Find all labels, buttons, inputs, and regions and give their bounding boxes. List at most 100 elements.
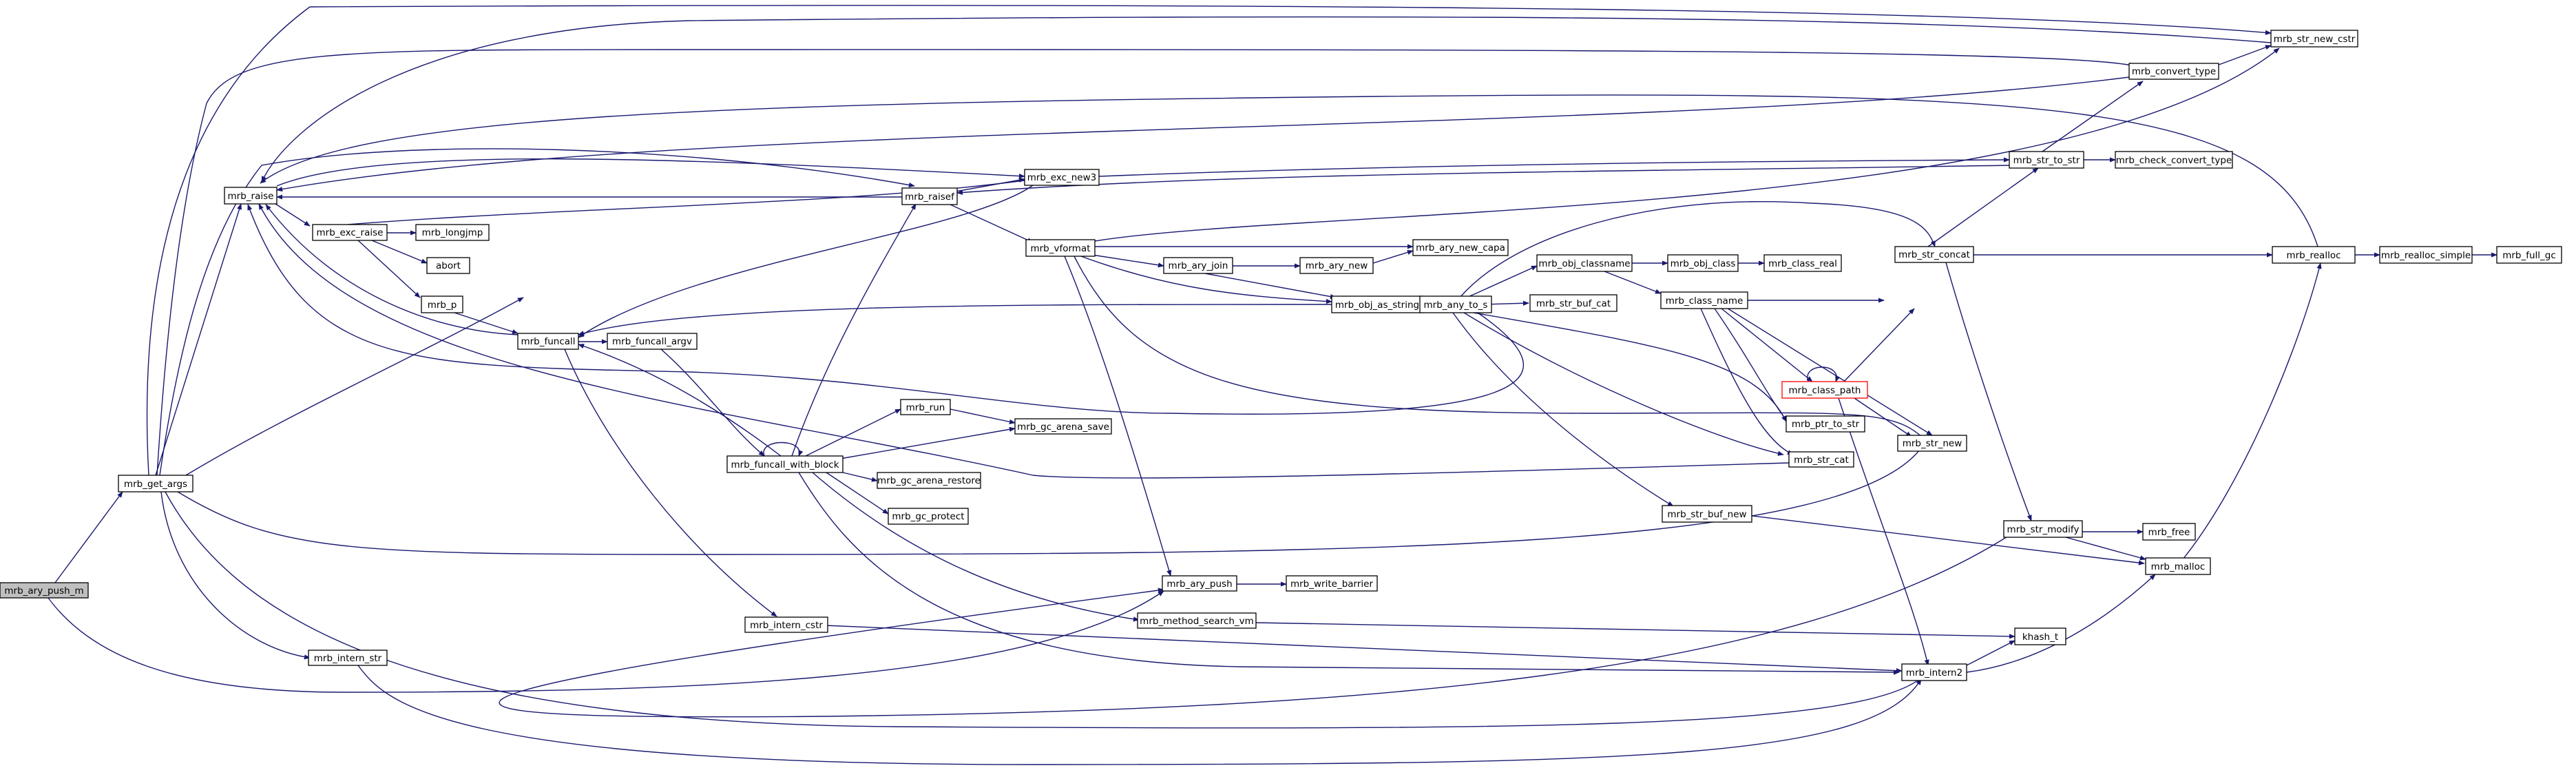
node-mrb-str-buf-new[interactable]: mrb_str_buf_new xyxy=(1662,505,1752,523)
node-mrb-realloc[interactable]: mrb_realloc xyxy=(2272,246,2356,264)
edge-intern2-malloc xyxy=(1966,574,2156,673)
node-mrb-str-to-str[interactable]: mrb_str_to_str xyxy=(2009,151,2084,169)
node-mrb-gc-arena-restore[interactable]: mrb_gc_arena_restore xyxy=(877,472,981,489)
node-label: khash_t xyxy=(2022,632,2058,643)
node-mrb-exc-raise[interactable]: mrb_exc_raise xyxy=(312,224,388,241)
node-mrb-funcall-with-block[interactable]: mrb_funcall_with_block xyxy=(726,455,844,473)
node-mrb-realloc-simple[interactable]: mrb_realloc_simple xyxy=(2379,246,2473,264)
node-mrb-write-barrier[interactable]: mrb_write_barrier xyxy=(1286,575,1378,592)
node-label: mrb_funcall_with_block xyxy=(731,459,839,470)
node-label: mrb_funcall_argv xyxy=(612,336,692,347)
node-label: mrb_class_path xyxy=(1789,385,1861,396)
edge-ary_push_m-ary_push xyxy=(48,590,1164,693)
node-label: mrb_ary_join xyxy=(1169,260,1228,271)
node-mrb-raisef[interactable]: mrb_raisef xyxy=(901,187,958,205)
edge-str_to_str-convert_type xyxy=(2042,81,2144,152)
node-label: mrb_intern2 xyxy=(1906,667,1962,678)
node-label: mrb_str_buf_cat xyxy=(1536,298,1611,309)
node-mrb-str-concat[interactable]: mrb_str_concat xyxy=(1894,246,1974,263)
node-mrb-free[interactable]: mrb_free xyxy=(2142,523,2196,541)
node-mrb-full-gc[interactable]: mrb_full_gc xyxy=(2496,246,2562,264)
node-label: mrb_funcall xyxy=(521,336,575,347)
node-label: mrb_obj_as_string xyxy=(1335,300,1419,311)
edge-exc_raise-abort xyxy=(371,240,428,264)
node-mrb-intern2[interactable]: mrb_intern2 xyxy=(1901,663,1967,681)
edge-class_path-self xyxy=(1807,366,1841,382)
edge-str_modify-ary_push xyxy=(499,534,2011,718)
edge-class_name-str_new xyxy=(1725,307,1933,436)
node-mrb-intern-str[interactable]: mrb_intern_str xyxy=(308,650,388,666)
node-mrb-longjmp[interactable]: mrb_longjmp xyxy=(415,224,490,241)
node-label: mrb_gc_arena_save xyxy=(1017,422,1109,433)
node-mrb-gc-protect[interactable]: mrb_gc_protect xyxy=(888,508,969,525)
node-mrb-class-real[interactable]: mrb_class_real xyxy=(1763,254,1842,272)
edge-str_modify-malloc xyxy=(2065,537,2146,561)
edge-class_path-str_new xyxy=(1852,396,1912,437)
node-mrb-str-new-cstr[interactable]: mrb_str_new_cstr xyxy=(2270,30,2358,48)
node-label: mrb_malloc xyxy=(2151,561,2206,572)
edge-funcall_with_block-intern2 xyxy=(798,472,1900,675)
node-mrb-vformat[interactable]: mrb_vformat xyxy=(1025,239,1096,257)
node-mrb-get-args[interactable]: mrb_get_args xyxy=(118,475,193,492)
node-mrb-class-name[interactable]: mrb_class_name xyxy=(1660,291,1748,309)
node-mrb-str-new[interactable]: mrb_str_new xyxy=(1897,435,1967,452)
edge-method_search_vm-khash_t xyxy=(1255,622,2015,639)
node-khash-t[interactable]: khash_t xyxy=(2014,627,2066,645)
edge-get_args-str_new_cstr xyxy=(146,5,2272,476)
edge-funcall-raise xyxy=(265,204,519,335)
edge-intern2-khash_t xyxy=(1966,640,2015,666)
node-mrb-ary-new[interactable]: mrb_ary_new xyxy=(1299,257,1374,274)
graph-edges xyxy=(48,5,2498,765)
node-label: mrb_str_buf_new xyxy=(1667,509,1746,520)
edge-raisef-exc_new3 xyxy=(955,177,1025,192)
node-label: mrb_str_concat xyxy=(1898,249,1970,260)
node-label: mrb_check_convert_type xyxy=(2116,155,2232,166)
edge-funcall_with_block-gc_arena_save xyxy=(839,426,1016,459)
graph-nodes: mrb_ary_push_m mrb_get_args mrb_raise mr… xyxy=(0,30,2562,681)
edge-exc_raise-p xyxy=(357,240,421,298)
node-label: mrb_intern_str xyxy=(314,653,382,664)
node-label: mrb_exc_new3 xyxy=(1027,172,1097,183)
node-mrb-ary-join[interactable]: mrb_ary_join xyxy=(1163,257,1233,274)
edge-vformat-str_new_cstr xyxy=(1094,48,2280,242)
node-mrb-method-search-vm[interactable]: mrb_method_search_vm xyxy=(1137,612,1257,629)
node-mrb-gc-arena-save[interactable]: mrb_gc_arena_save xyxy=(1014,418,1112,435)
node-mrb-obj-as-string[interactable]: mrb_obj_as_string xyxy=(1331,295,1423,313)
node-mrb-obj-class[interactable]: mrb_obj_class xyxy=(1667,254,1739,272)
node-label: mrb_any_to_s xyxy=(1424,300,1488,311)
node-mrb-str-modify[interactable]: mrb_str_modify xyxy=(2003,520,2083,538)
edge-p-funcall xyxy=(454,312,519,334)
node-label: mrb_ary_push_m xyxy=(4,585,83,596)
node-mrb-funcall[interactable]: mrb_funcall xyxy=(517,333,579,350)
node-mrb-malloc[interactable]: mrb_malloc xyxy=(2145,557,2211,575)
node-mrb-convert-type[interactable]: mrb_convert_type xyxy=(2128,63,2219,80)
node-mrb-any-to-s[interactable]: mrb_any_to_s xyxy=(1419,295,1492,313)
node-mrb-ary-new-capa[interactable]: mrb_ary_new_capa xyxy=(1412,239,1509,256)
node-label: mrb_class_real xyxy=(1768,258,1837,269)
node-mrb-str-buf-cat[interactable]: mrb_str_buf_cat xyxy=(1529,294,1617,312)
node-mrb-str-cat[interactable]: mrb_str_cat xyxy=(1788,451,1854,468)
node-mrb-check-convert-type[interactable]: mrb_check_convert_type xyxy=(2115,151,2233,169)
node-mrb-funcall-argv[interactable]: mrb_funcall_argv xyxy=(607,333,698,350)
node-mrb-raise[interactable]: mrb_raise xyxy=(224,187,278,205)
node-label: mrb_ary_push xyxy=(1166,579,1232,590)
node-mrb-run[interactable]: mrb_run xyxy=(900,399,951,415)
node-label: mrb_intern_cstr xyxy=(750,620,823,631)
edge-class_name-class_path xyxy=(1721,308,1813,382)
edge-intern_str-intern2 xyxy=(357,665,1922,765)
node-mrb-ptr-to-str[interactable]: mrb_ptr_to_str xyxy=(1786,415,1865,433)
node-mrb-obj-classname[interactable]: mrb_obj_classname xyxy=(1536,254,1633,272)
node-abort[interactable]: abort xyxy=(426,257,470,274)
node-label: abort xyxy=(436,260,461,271)
edge-get_args-funcall xyxy=(185,297,524,476)
node-label: mrb_obj_class xyxy=(1671,258,1736,269)
node-mrb-ary-push[interactable]: mrb_ary_push xyxy=(1162,575,1237,592)
node-mrb-exc-new3[interactable]: mrb_exc_new3 xyxy=(1024,169,1100,186)
edge-get_args-intern2 xyxy=(165,491,1922,729)
node-mrb-p[interactable]: mrb_p xyxy=(421,295,463,313)
node-mrb-class-path[interactable]: mrb_class_path xyxy=(1781,381,1868,399)
node-mrb-intern-cstr[interactable]: mrb_intern_cstr xyxy=(744,616,828,633)
node-mrb-ary-push-m[interactable]: mrb_ary_push_m xyxy=(0,582,89,599)
edge-vformat-obj_as_string xyxy=(1080,256,1332,304)
